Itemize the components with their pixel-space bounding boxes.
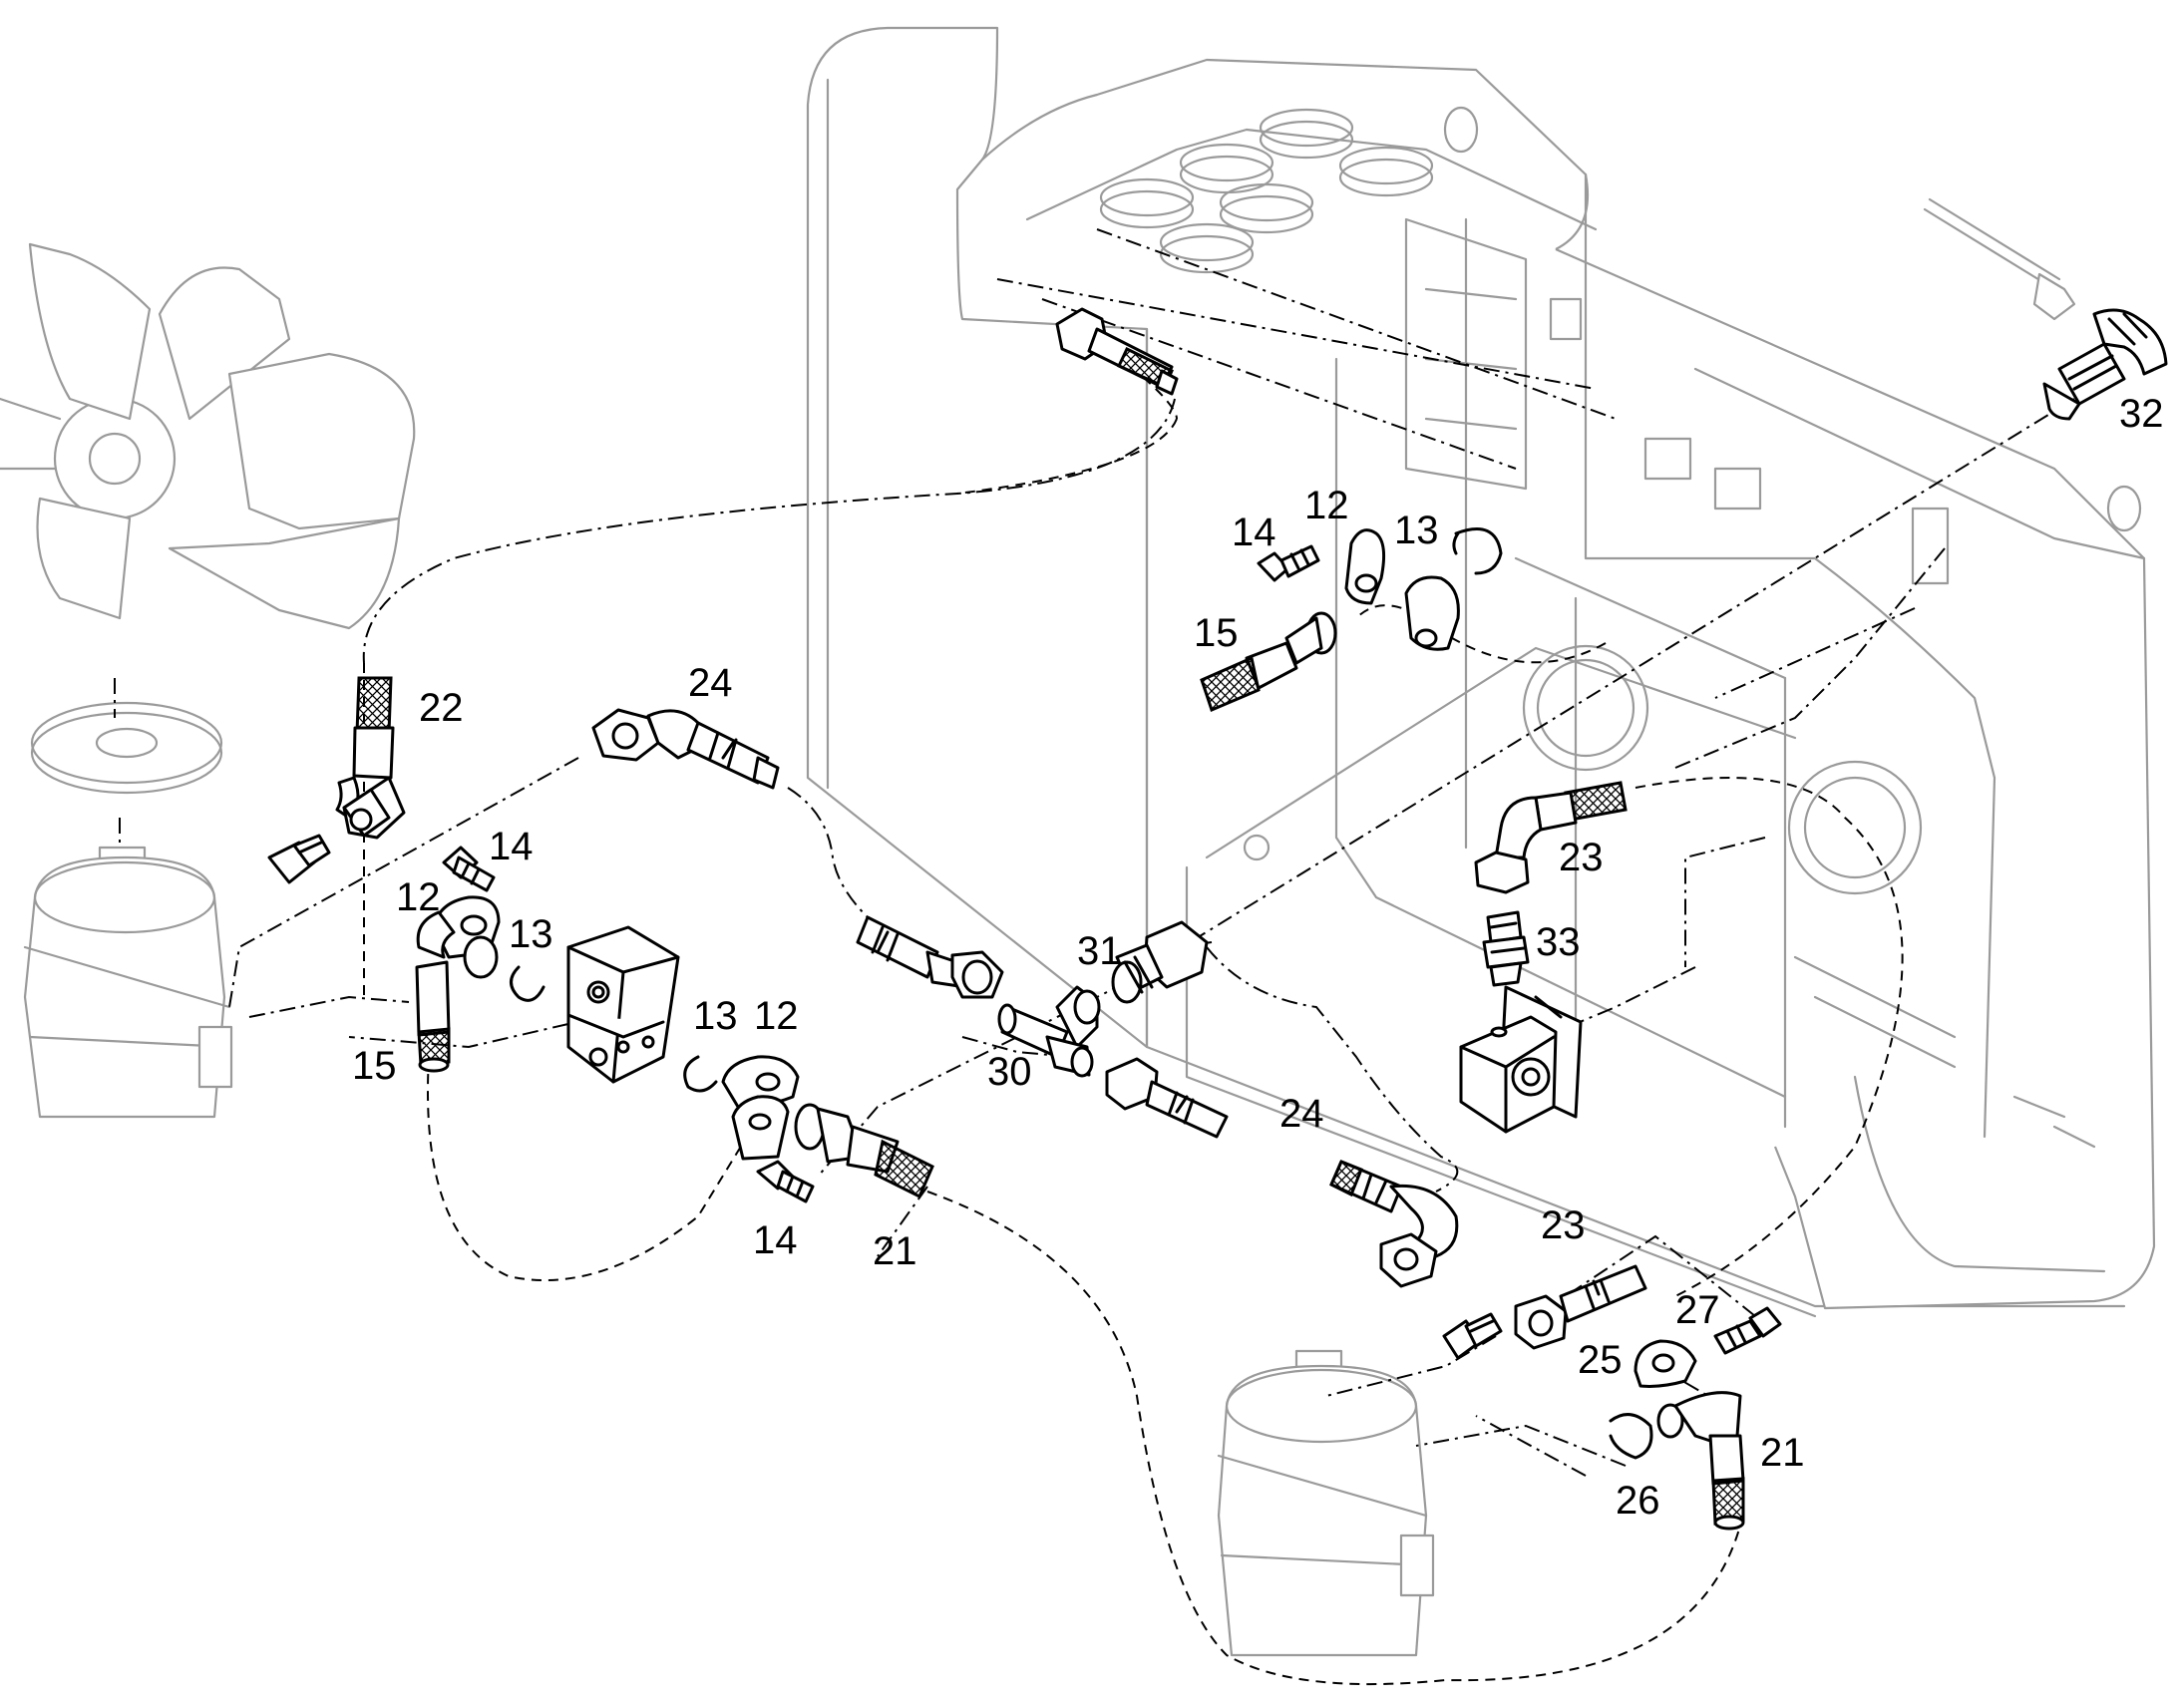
hose-fitting-top — [1055, 307, 1179, 396]
part-31-fitting — [1111, 920, 1209, 1004]
callout-13-low: 13 — [693, 994, 738, 1038]
part-33-adapter — [1482, 910, 1530, 987]
callout-12-low: 12 — [754, 994, 799, 1038]
part-32-elbow-adapter — [2042, 308, 2168, 421]
part-14-bolt-mid — [442, 846, 496, 892]
callout-31: 31 — [1077, 929, 1122, 973]
part-24-hose-low — [1105, 1057, 1459, 1288]
part-24-hose-top — [591, 708, 780, 790]
callout-15-top: 15 — [1194, 611, 1239, 655]
callout-21-right: 21 — [1760, 1431, 1805, 1475]
adapter-left-pump — [267, 834, 331, 884]
callout-12-top: 12 — [1304, 484, 1349, 527]
cooling-fan — [0, 242, 416, 630]
callout-14-low: 14 — [753, 1218, 798, 1262]
part-22-hose — [335, 676, 406, 840]
part-15-hose-top — [1200, 611, 1337, 713]
part-15-hose-left — [415, 910, 456, 1073]
manifold-block — [566, 925, 680, 1084]
callout-26: 26 — [1616, 1479, 1660, 1523]
part-30-tee-fitting — [997, 985, 1101, 1078]
part-21-hose-right — [1656, 1391, 1745, 1531]
part-13-flange-top-lower — [1404, 575, 1460, 651]
part-12-flange-top — [1344, 528, 1386, 605]
part-12-flange-low — [721, 1055, 800, 1161]
valve-mounting-plate — [1459, 985, 1583, 1134]
part-21-hose-low — [794, 1103, 934, 1199]
part-13-oring-top — [1452, 527, 1503, 575]
part-25-flange-half — [1634, 1339, 1697, 1388]
part-23-hose-right — [1474, 781, 1628, 894]
part-23-hose-low — [1514, 1264, 1647, 1350]
callout-13-top: 13 — [1394, 509, 1439, 552]
callout-23-right: 23 — [1559, 836, 1604, 879]
hydraulic-motor-left — [23, 846, 233, 1119]
callout-21-low: 21 — [873, 1229, 917, 1273]
callout-24-low: 24 — [1279, 1092, 1324, 1136]
callout-23-low: 23 — [1541, 1203, 1586, 1247]
part-27-bolt — [1713, 1306, 1782, 1355]
callout-13-mid: 13 — [509, 912, 553, 956]
callout-14-mid: 14 — [489, 825, 534, 868]
callout-12-mid: 12 — [396, 875, 441, 919]
callout-14-top: 14 — [1232, 511, 1276, 554]
part-13-oring-low — [683, 1055, 718, 1093]
callout-24-top: 24 — [688, 661, 733, 705]
callout-33: 33 — [1536, 920, 1581, 964]
adapter-lower-pump — [1442, 1312, 1503, 1360]
part-13-oring-mid — [463, 935, 545, 1002]
callout-27: 27 — [1675, 1288, 1720, 1332]
callout-22: 22 — [419, 686, 464, 730]
fan-hub-flange — [30, 701, 223, 795]
hydraulic-tank-housing — [806, 26, 2156, 1318]
part-14-bolt-low — [756, 1160, 815, 1203]
callouts: 32 14 12 13 15 22 24 23 33 31 14 12 13 1… — [352, 392, 2164, 1523]
part-26-oring — [1609, 1413, 1653, 1460]
part-14-bolt-top — [1257, 544, 1320, 582]
callout-15-left: 15 — [352, 1044, 397, 1088]
callout-25: 25 — [1578, 1338, 1623, 1382]
hose-segment-middle — [856, 915, 1004, 999]
callout-30: 30 — [987, 1050, 1032, 1094]
hydraulic-motor-lower — [1217, 1349, 1435, 1657]
callout-32: 32 — [2119, 392, 2164, 436]
